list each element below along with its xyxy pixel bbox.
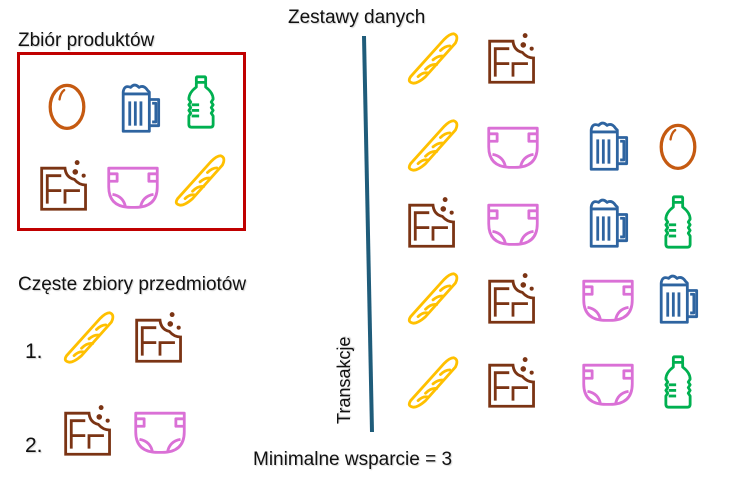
chocolate-icon	[405, 194, 461, 250]
product-set-box	[17, 52, 246, 231]
diaper-icon	[485, 117, 541, 173]
chocolate-icon	[485, 270, 541, 326]
baguette-icon	[405, 117, 461, 173]
chocolate-icon	[485, 354, 541, 410]
product-set-title: Zbiór produktów	[18, 30, 155, 51]
chocolate-icon	[485, 30, 541, 86]
bottle-icon	[650, 354, 706, 410]
datasets-title: Zestawy danych	[288, 7, 426, 28]
diaper-icon	[580, 354, 636, 410]
beer-icon	[580, 117, 636, 173]
frequent-itemsets-title: Częste zbiory przedmiotów	[18, 274, 247, 295]
baguette-icon	[405, 270, 461, 326]
itemset-number-2: 2.	[25, 434, 43, 457]
transactions-axis-label: Transakcje	[334, 336, 354, 424]
bottle-icon	[650, 194, 706, 250]
baguette-icon	[405, 30, 461, 86]
diaper-icon	[580, 270, 636, 326]
beer-icon	[580, 194, 636, 250]
baguette-icon	[405, 354, 461, 410]
itemset-number-1: 1.	[25, 340, 43, 363]
beer-icon	[650, 270, 706, 326]
diaper-icon	[485, 194, 541, 250]
min-support-label: Minimalne wsparcie = 3	[253, 449, 453, 470]
egg-icon	[650, 117, 706, 173]
